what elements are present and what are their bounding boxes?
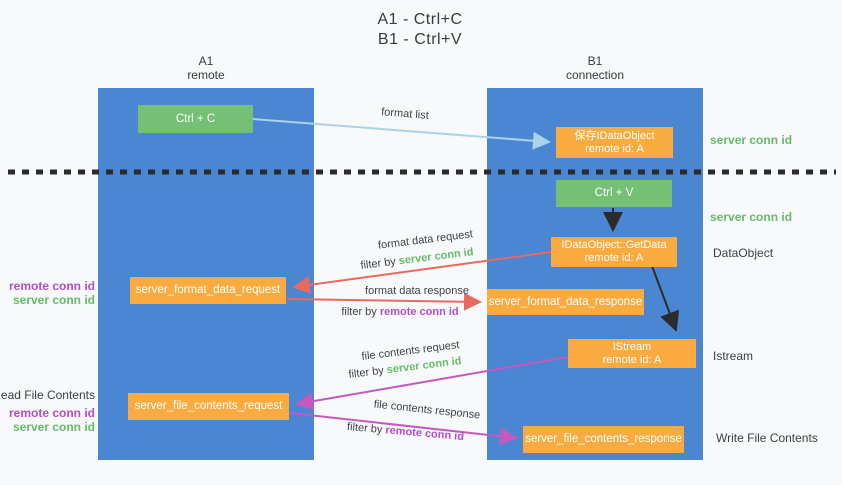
format-data-response-arrow (286, 292, 482, 311)
node-ctrl-c-label: Ctrl + C (175, 112, 216, 125)
server-conn-id-key: server conn id (398, 246, 475, 268)
node-server-file-contents-request-label: server_file_contents_request (134, 400, 283, 412)
annotation-read-file-contents: Read File Contents (0, 388, 95, 402)
node-idataobject-getdata-line2: remote id: A (584, 252, 644, 264)
node-save-idataobject: 保存IDataObject remote id: A (556, 127, 673, 158)
annotation-dataobject: DataObject (713, 246, 774, 260)
annotation-remote-conn-id-top: remote conn id (8, 279, 95, 293)
filter-by-text: filter by (359, 255, 397, 272)
remote-conn-id-key: remote conn id (379, 306, 459, 318)
format-list-label: format list (380, 106, 430, 122)
file-contents-response-label: file contents response (373, 398, 481, 422)
annotation-server-conn-id-mid: server conn id (710, 210, 793, 224)
remote-conn-id-key: remote conn id (384, 424, 465, 444)
format-data-response-label: format data response (365, 285, 469, 297)
lifeline-a1-subtitle: remote (187, 68, 225, 82)
node-save-idataobject-line2: remote id: A (585, 142, 644, 155)
filter-by-text: filter by (347, 364, 385, 381)
lifeline-header-a1: A1 remote (98, 54, 314, 82)
annotation-server-conn-id-left-top: server conn id (12, 293, 95, 307)
filter-by-text: filter by (346, 420, 383, 436)
node-server-file-contents-response: server_file_contents_response (523, 426, 684, 453)
node-idataobject-getdata: IDataObject::GetData remote id: A (551, 237, 677, 267)
annotation-write-file-contents: Write File Contents (716, 431, 818, 445)
annotation-server-conn-id-top: server conn id (710, 133, 793, 147)
annotation-remote-conn-id-bottom: remote conn id (8, 406, 95, 420)
diagram-title: A1 - Ctrl+C B1 - Ctrl+V (320, 10, 520, 50)
node-ctrl-c: Ctrl + C (138, 105, 253, 133)
node-server-format-data-response-label: server_format_data_response (488, 295, 643, 308)
annotation-istream: Istream (713, 349, 754, 363)
lifeline-a1-title: A1 (198, 54, 214, 68)
title-line-b1: B1 - Ctrl+V (377, 31, 463, 48)
node-save-idataobject-line1: 保存IDataObject (574, 129, 655, 142)
annotation-server-conn-id-left-bottom: server conn id (12, 420, 95, 434)
node-ctrl-v-label: Ctrl + V (594, 187, 634, 199)
node-istream-line2: remote id: A (602, 353, 662, 366)
node-server-format-data-request: server_format_data_request (130, 277, 286, 304)
node-server-format-data-request-label: server_format_data_request (135, 284, 281, 296)
node-ctrl-v: Ctrl + V (556, 180, 672, 207)
title-line-a1: A1 - Ctrl+C (377, 11, 463, 28)
node-server-file-contents-request: server_file_contents_request (128, 393, 289, 420)
filter-by-text: filter by (341, 306, 377, 318)
node-istream: IStream remote id: A (568, 339, 696, 368)
lifeline-b1-subtitle: connection (565, 68, 625, 82)
lifeline-b1-title: B1 (587, 54, 603, 68)
node-server-format-data-response: server_format_data_response (487, 289, 644, 315)
lifeline-header-b1: B1 connection (487, 54, 703, 82)
node-istream-line1: IStream (612, 340, 652, 353)
node-server-file-contents-response-label: server_file_contents_response (525, 433, 682, 445)
node-idataobject-getdata-line1: IDataObject::GetData (561, 239, 667, 251)
